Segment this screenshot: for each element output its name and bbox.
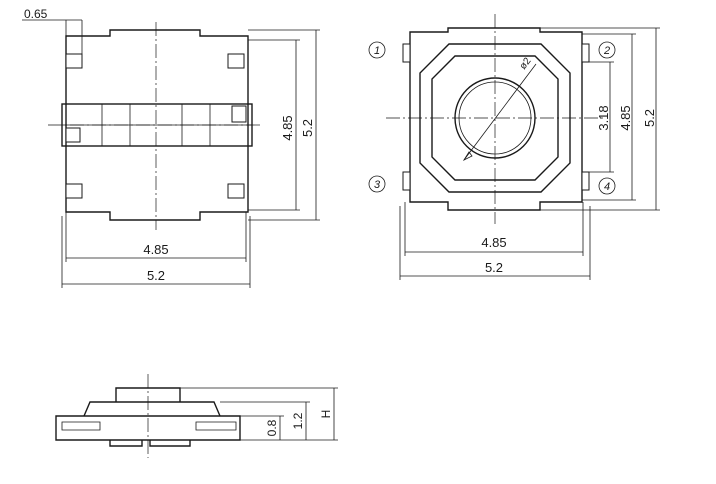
pin-label-1: 1	[374, 45, 380, 57]
dim-pin-pitch: 3.18	[596, 105, 611, 130]
right-pin-tab-4	[581, 171, 590, 191]
pin-label-3: 3	[374, 179, 381, 191]
left-terminal-bottom-right	[227, 183, 245, 199]
dim-base-height: 0.8	[265, 419, 279, 436]
octagon-inner	[431, 55, 559, 181]
side-feet	[109, 440, 191, 447]
right-body-outline	[409, 27, 583, 211]
left-terminal-bottom-left	[65, 183, 83, 199]
dim-left-width-inner: 4.85	[143, 242, 168, 257]
left-terminal-top-right	[227, 53, 245, 69]
pin-label-2: 2	[603, 45, 610, 57]
dim-right-width-outer: 5.2	[485, 260, 503, 275]
dim-left-width-outer: 5.2	[147, 268, 165, 283]
right-view: ø2 1 2 3 4 3.18 4.85 5.2 4.85 5.2	[368, 14, 660, 280]
diameter-leader	[463, 63, 537, 161]
dim-diameter: ø2	[518, 56, 534, 72]
pin-label-4: 4	[604, 181, 610, 193]
octagon-outer	[419, 43, 571, 193]
left-band-tab-right	[231, 105, 247, 123]
dim-total-height: 1.2	[291, 412, 305, 429]
dim-right-height-inner: 4.85	[618, 105, 633, 130]
side-view: 0.8 1.2 H	[55, 374, 338, 458]
right-pin-tab-1	[402, 43, 411, 63]
dim-left-height-outer: 5.2	[300, 119, 315, 137]
left-body-outline	[65, 29, 249, 221]
left-band-tab-left	[65, 127, 81, 143]
dim-right-height-outer: 5.2	[642, 109, 657, 127]
right-pin-tab-3	[402, 171, 411, 191]
dim-h-label: H	[319, 410, 333, 419]
dim-left-height-inner: 4.85	[280, 115, 295, 140]
dim-right-width-inner: 4.85	[481, 235, 506, 250]
dim-lead-width: 0.65	[24, 7, 48, 21]
side-body	[83, 401, 221, 417]
left-view: 0.65 4.85 5.2 4.85 5.2	[22, 7, 320, 288]
right-pin-tab-2	[581, 43, 590, 63]
left-terminal-top-left	[65, 53, 83, 69]
